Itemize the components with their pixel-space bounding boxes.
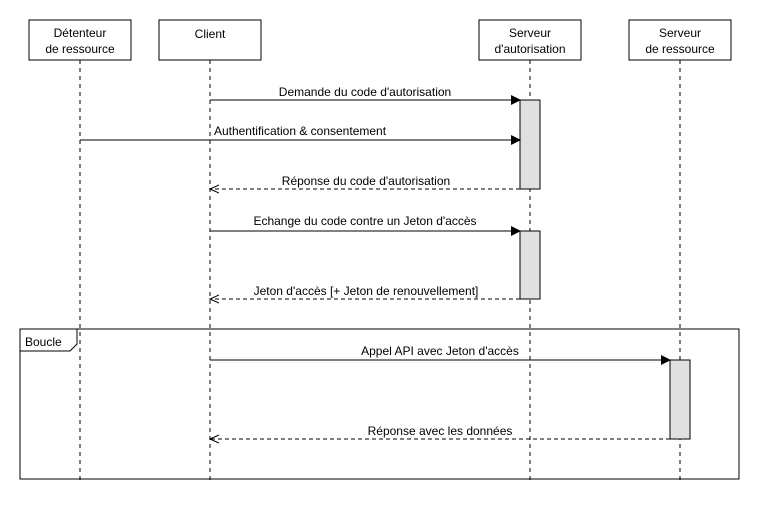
participant-label-line: Serveur [659,26,701,40]
message-authorization-code-request: Demande du code d'autorisation [210,85,521,105]
participant-label-line: Serveur [509,26,551,40]
participant-resource-owner: Détenteur de ressource [28,19,132,61]
loop-frame: Boucle [19,328,740,480]
message-label: Réponse du code d'autorisation [282,174,450,188]
participant-authorization-server: Serveur d'autorisation [478,19,582,61]
loop-label: Boucle [25,335,62,349]
message-authentication-consent: Authentification & consentement [80,124,521,145]
participant-label-line: d'autorisation [494,42,565,56]
message-label: Réponse avec les données [368,424,513,438]
message-label: Jeton d'accès [+ Jeton de renouvellement… [254,284,479,298]
participant-label-line: de ressource [645,42,715,56]
message-code-exchange: Echange du code contre un Jeton d'accès [210,214,521,236]
participant-client: Client [158,19,262,61]
participant-resource-server: Serveur de ressource [628,19,732,61]
activation-bar [519,99,541,190]
participant-label-line: de ressource [45,42,115,56]
message-label: Appel API avec Jeton d'accès [361,344,519,358]
activation-bar [519,230,541,300]
message-api-call: Appel API avec Jeton d'accès [210,344,671,365]
participant-label-line: Client [195,27,226,41]
activation-bar [669,359,691,440]
message-label: Echange du code contre un Jeton d'accès [253,214,476,228]
message-access-token-response: Jeton d'accès [+ Jeton de renouvellement… [210,284,520,299]
participant-label-line: Détenteur [54,26,107,40]
message-label: Authentification & consentement [214,124,387,138]
message-authorization-code-response: Réponse du code d'autorisation [210,174,520,189]
message-data-response: Réponse avec les données [210,424,670,439]
message-label: Demande du code d'autorisation [279,85,451,99]
